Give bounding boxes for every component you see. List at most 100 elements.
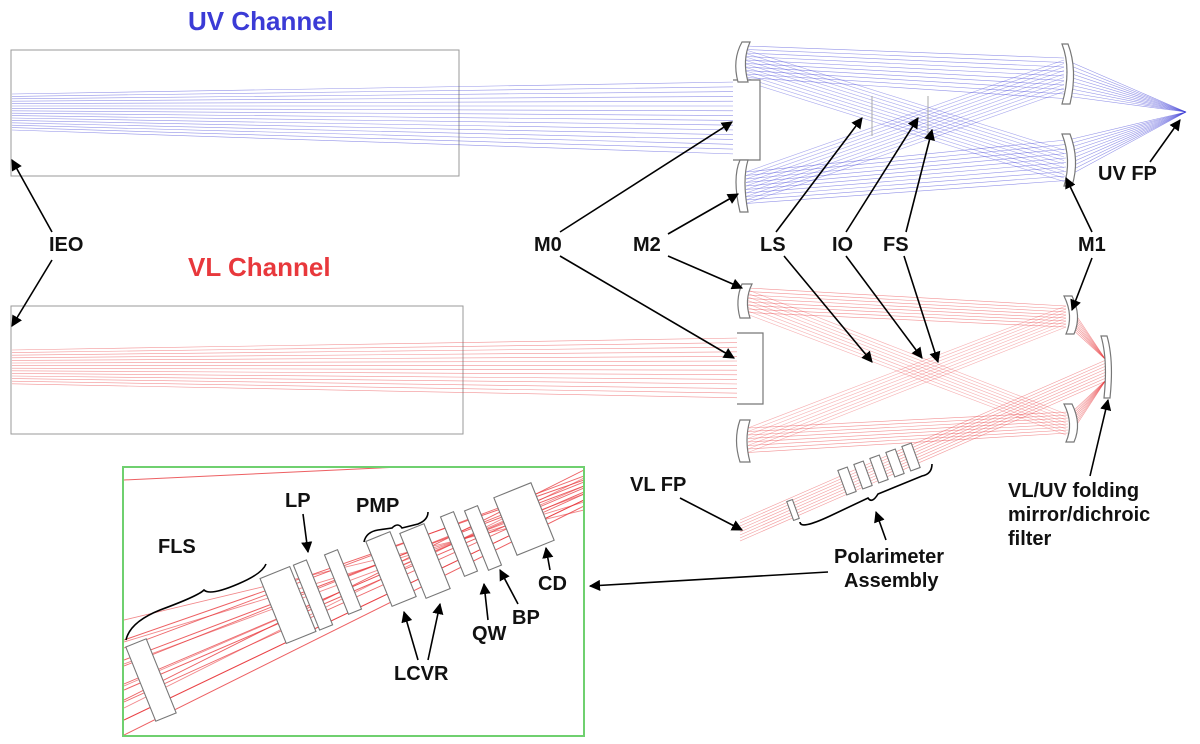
ray xyxy=(1065,75,1187,113)
ray xyxy=(11,337,741,351)
cd-element xyxy=(493,482,555,556)
ray xyxy=(11,100,737,104)
qw-element xyxy=(439,510,479,578)
ray xyxy=(745,81,1065,182)
ray xyxy=(739,362,1107,524)
ray xyxy=(1067,111,1187,145)
lp-element-c xyxy=(323,548,363,616)
ray xyxy=(747,310,1067,433)
ray xyxy=(1067,111,1187,173)
polarimeter-assembly-mini xyxy=(786,442,921,522)
ray xyxy=(747,298,1067,316)
ray xyxy=(1065,67,1187,113)
ray xyxy=(1065,71,1187,113)
vl-ray-bundle xyxy=(11,287,1107,542)
ray xyxy=(745,73,1065,187)
ray xyxy=(745,77,1065,99)
label-fs: FS xyxy=(883,234,909,256)
vl-m1-lower-mirror xyxy=(1063,403,1079,443)
ray xyxy=(1067,111,1187,149)
label-folding-1: VL/UV folding xyxy=(1008,480,1139,502)
ray xyxy=(745,171,1067,197)
ray xyxy=(747,293,1067,418)
ray xyxy=(745,74,1065,175)
vl-m2-upper-mirror xyxy=(737,283,753,319)
ray xyxy=(745,49,1065,151)
ray xyxy=(745,148,1067,180)
ray xyxy=(11,129,737,155)
ray xyxy=(745,77,1065,190)
ray xyxy=(747,287,1067,307)
vl-m0-mirror xyxy=(737,332,764,405)
ray xyxy=(745,52,1065,68)
ray xyxy=(745,87,1065,201)
ray xyxy=(747,320,1067,446)
label-vl-fp: VL FP xyxy=(630,474,686,496)
uv-m2-lower-mirror xyxy=(735,159,749,213)
ray xyxy=(11,108,737,112)
vl-channel: VL Channel xyxy=(10,252,1113,542)
ray xyxy=(11,117,737,131)
ray xyxy=(747,420,1069,439)
ray xyxy=(745,59,1065,173)
inset-label-fls: FLS xyxy=(158,536,196,558)
ray xyxy=(747,301,1067,319)
ray xyxy=(745,66,1065,86)
ray xyxy=(11,356,741,361)
label-io: IO xyxy=(832,234,853,256)
ray xyxy=(1065,63,1187,113)
ray xyxy=(747,312,1067,328)
ray xyxy=(11,370,741,376)
ray xyxy=(747,289,1067,415)
ray xyxy=(11,86,737,97)
ray xyxy=(739,377,1107,539)
label-folding-2: mirror/dichroic xyxy=(1008,504,1150,526)
ray xyxy=(11,122,737,140)
vl-m2-lower-mirror xyxy=(735,419,751,463)
ray xyxy=(747,305,1067,429)
ray xyxy=(1065,59,1187,113)
vl-ieo-box xyxy=(10,305,464,435)
label-ls: LS xyxy=(760,234,786,256)
ray xyxy=(745,45,1065,59)
ray xyxy=(745,91,1065,204)
ray xyxy=(11,124,737,145)
ray xyxy=(745,73,1065,95)
ray xyxy=(11,373,741,380)
ray xyxy=(11,127,737,150)
ray xyxy=(747,294,1067,313)
label-folding-3: filter xyxy=(1008,528,1052,550)
ray xyxy=(11,91,737,100)
ray xyxy=(745,139,1067,173)
ray xyxy=(1069,379,1107,415)
ray xyxy=(747,296,1067,421)
label-m2: M2 xyxy=(633,234,661,256)
ray xyxy=(739,368,1107,530)
ray xyxy=(745,153,1067,183)
ray xyxy=(745,84,1065,197)
ray xyxy=(11,112,737,121)
label-m0: M0 xyxy=(534,234,562,256)
ray xyxy=(1067,111,1187,165)
ray xyxy=(739,359,1107,521)
ray xyxy=(124,505,583,735)
ray xyxy=(745,63,1065,81)
ray xyxy=(745,70,1065,90)
ray xyxy=(11,96,737,102)
ray xyxy=(1065,83,1187,113)
ray xyxy=(747,305,1067,322)
uv-ray-bundle xyxy=(11,45,1187,204)
ray xyxy=(1069,379,1107,418)
ray xyxy=(747,311,1067,436)
ray xyxy=(11,346,741,356)
ray xyxy=(745,63,1065,165)
inset-label-pmp: PMP xyxy=(356,495,399,517)
ray xyxy=(745,70,1065,172)
ray xyxy=(11,342,741,353)
ray xyxy=(745,175,1067,201)
ray xyxy=(1065,87,1187,113)
callouts: IEO M0 M2 LS IO FS M1 UV FP VL FP Polari… xyxy=(11,117,1181,592)
ray xyxy=(745,59,1065,77)
lcvr-element-b xyxy=(399,522,451,600)
uv-m1-lower-mirror xyxy=(1061,133,1077,187)
